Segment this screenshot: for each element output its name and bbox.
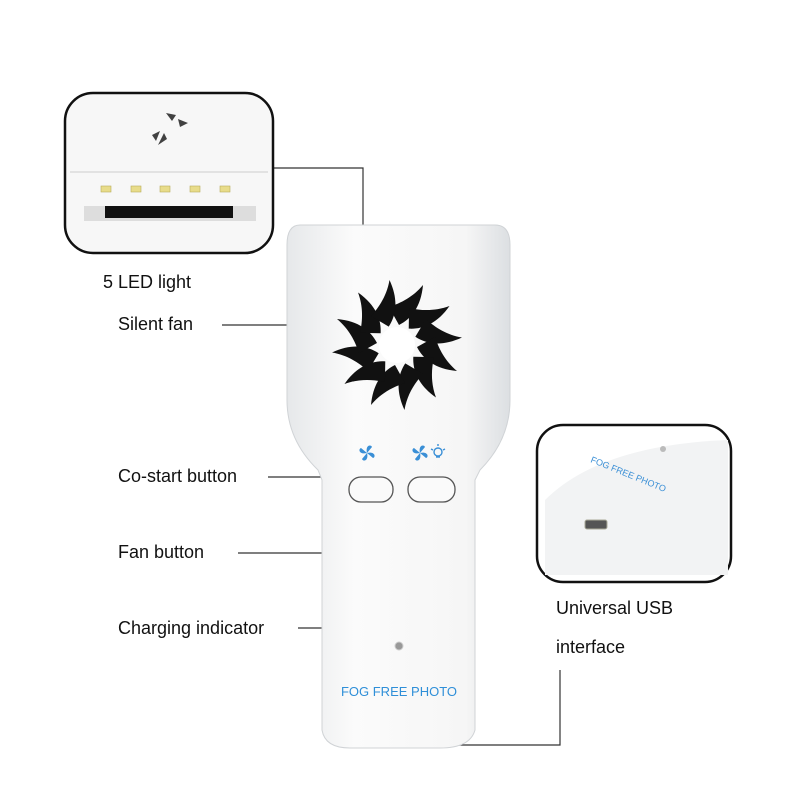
fan-blade-slot — [415, 319, 462, 344]
bulb-icon — [430, 444, 446, 458]
micro-usb-port — [584, 519, 608, 530]
fan-blade-slot — [337, 319, 377, 353]
label-led-light: 5 LED light — [103, 272, 192, 292]
fan-blade-slot — [371, 365, 405, 405]
fan-blade-slot — [417, 337, 457, 371]
label-charging-indicator: Charging indicator — [118, 618, 265, 638]
label-usb-line1: Universal USB — [556, 598, 674, 618]
led-inset — [63, 91, 275, 255]
fan-blade-slot — [408, 306, 450, 329]
fan-icon — [359, 445, 375, 461]
label-fan-button: Fan button — [118, 542, 205, 562]
label-usb-line2: interface — [556, 637, 626, 657]
co-start-button[interactable] — [348, 476, 394, 503]
fan-blade-slot — [358, 292, 381, 334]
fan-blade-slot — [398, 363, 423, 410]
fan-button[interactable] — [407, 476, 456, 503]
charging-indicator-led — [394, 641, 404, 651]
device-body — [286, 224, 511, 749]
fan-light-icon — [412, 445, 428, 461]
label-co-start-button: Co-start button — [118, 466, 238, 486]
usb-inset: FOG FREE PHOTO — [535, 423, 733, 584]
fan-blade-slot — [344, 361, 386, 384]
fan-blade-slot — [389, 285, 423, 325]
fan-blade-slot — [332, 346, 379, 371]
fan-blade-slot — [413, 356, 436, 398]
device-brand-text: FOG FREE PHOTO — [341, 684, 457, 699]
label-silent-fan: Silent fan — [118, 314, 194, 334]
fan-blade-slot — [371, 280, 396, 327]
fan-grille — [332, 280, 462, 410]
